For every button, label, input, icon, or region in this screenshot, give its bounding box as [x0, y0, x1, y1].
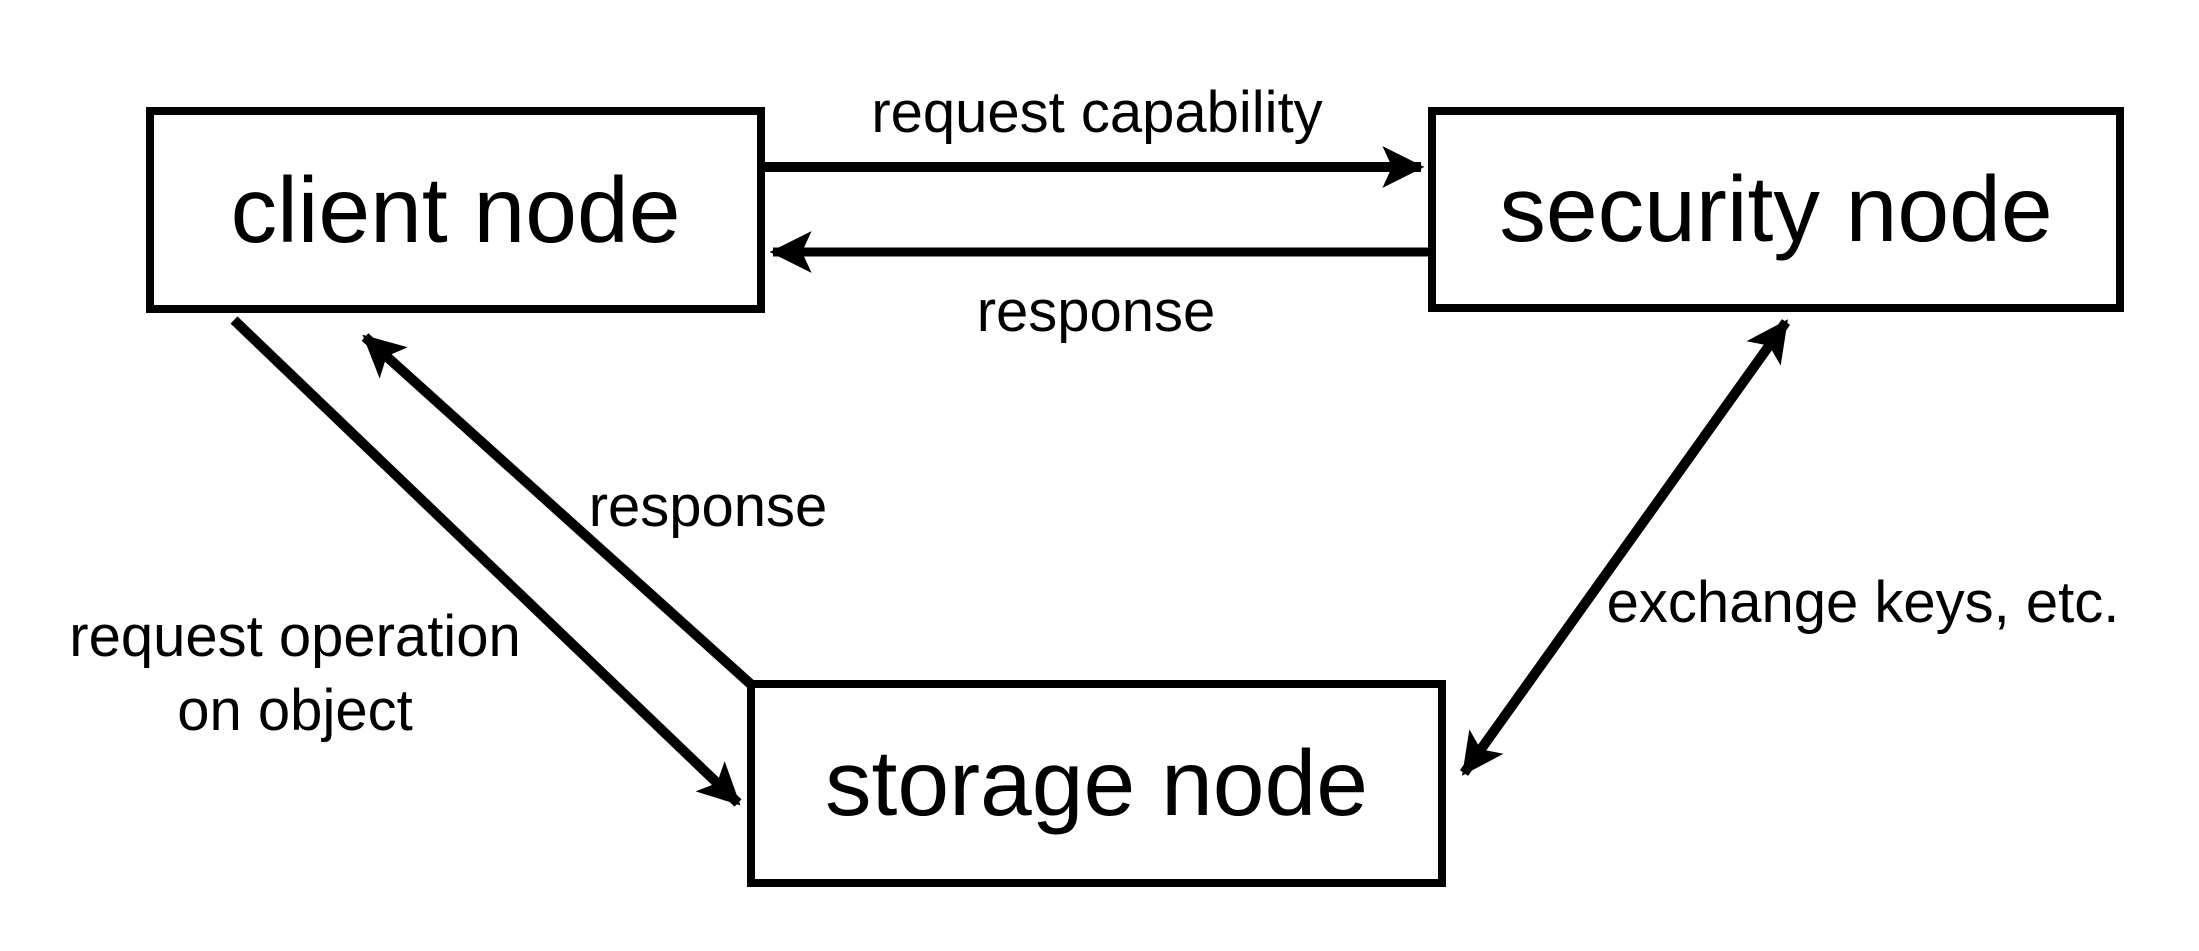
node-client: client node: [146, 107, 765, 313]
edge-storage-security-double-arrow: [1459, 319, 1791, 776]
node-security: security node: [1428, 107, 2124, 312]
edge-storage-to-client-arrow: [361, 333, 759, 692]
node-security-label: security node: [1499, 157, 2053, 261]
node-client-label: client node: [230, 157, 681, 262]
edge-label-exchange-keys: exchange keys, etc.: [1606, 569, 2120, 635]
edge-label-response-security-client: response: [976, 278, 1216, 344]
node-storage: storage node: [747, 680, 1446, 887]
edge-label-request-operation-on-object: request operation on object: [69, 600, 520, 748]
edge-label-response-storage-client: response: [588, 473, 828, 539]
node-storage-label: storage node: [825, 731, 1368, 835]
edge-label-request-operation-line2: on object: [177, 678, 413, 743]
edge-client-to-storage-arrow: [230, 316, 742, 807]
edge-label-request-capability: request capability: [871, 79, 1323, 145]
edge-label-request-operation-line1: request operation: [69, 603, 521, 669]
